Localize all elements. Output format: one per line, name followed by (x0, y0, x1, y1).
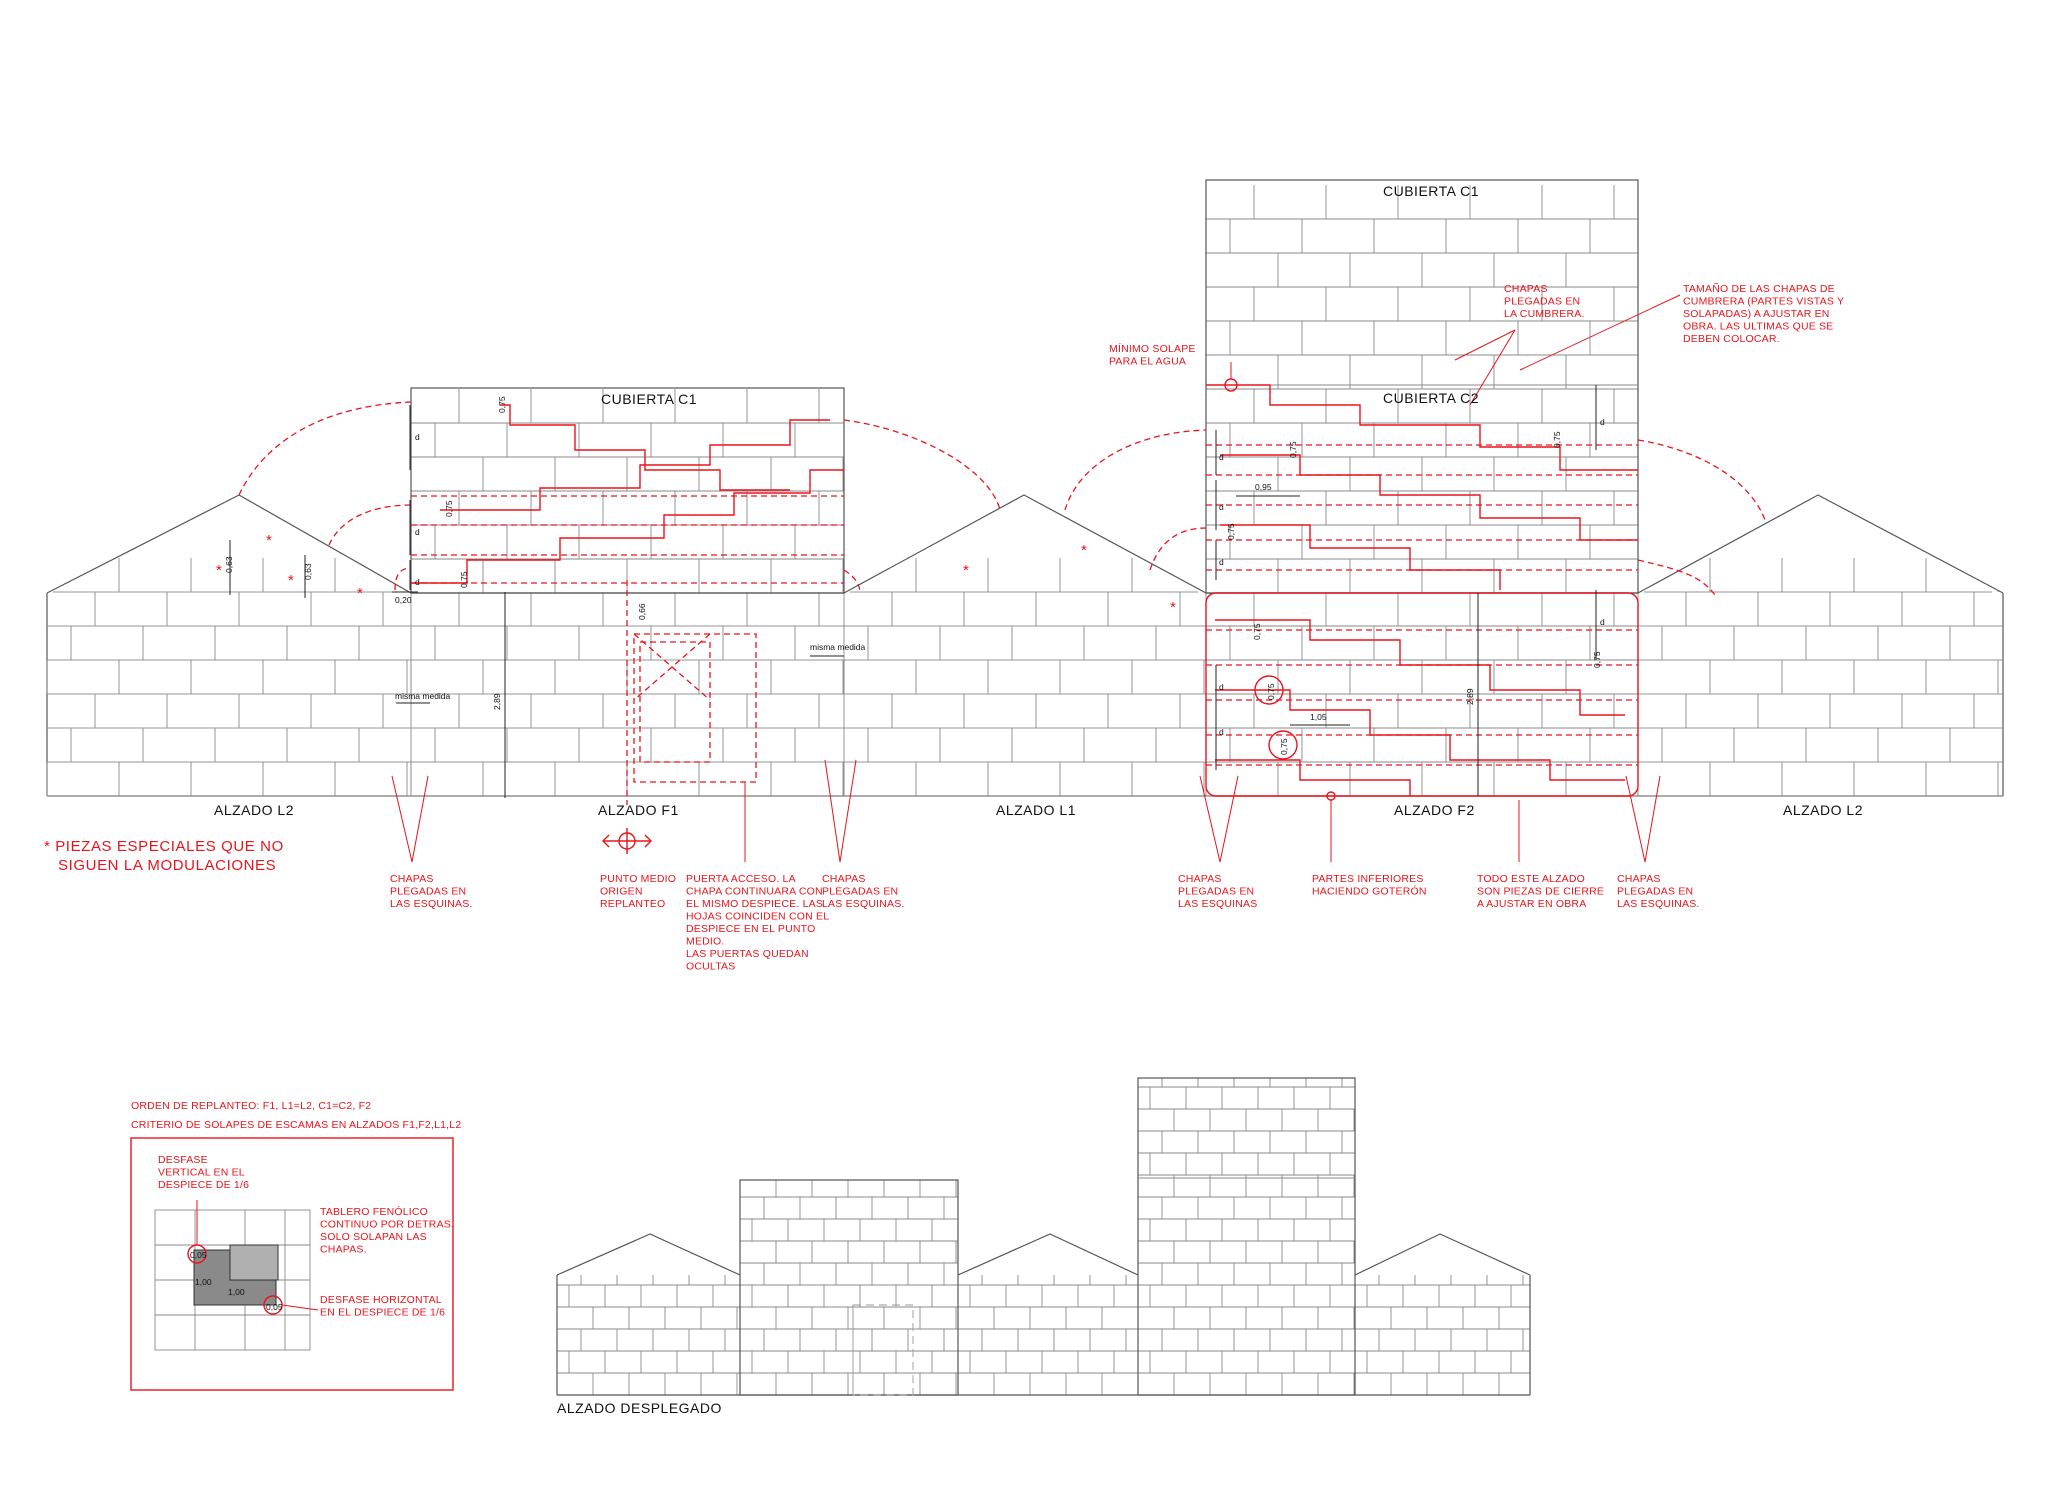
svg-text:*: * (1081, 542, 1087, 559)
svg-text:2,89: 2,89 (492, 693, 502, 710)
overlap-criteria-detail: ORDEN DE REPLANTEO: F1, L1=L2, C1=C2, F2… (130, 1100, 461, 1391)
title-alzado-l1: ALZADO L1 (996, 802, 1076, 818)
svg-text:*: * (963, 562, 969, 579)
svg-text:d: d (1219, 502, 1224, 512)
scales-pattern (46, 185, 2003, 1396)
svg-text:1,05: 1,05 (1310, 712, 1327, 722)
title-cubierta-c1-top: CUBIERTA C1 (1383, 183, 1479, 199)
criteria-overlap: CRITERIO DE SOLAPES DE ESCAMAS EN ALZADO… (131, 1119, 461, 1131)
title-alzado-l2-left: ALZADO L2 (214, 802, 294, 818)
special-pieces-legend: * PIEZAS ESPECIALES QUE NO SIGUEN LA MOD… (44, 838, 284, 874)
svg-text:0,75: 0,75 (497, 396, 507, 413)
unfolded-elevation (556, 1077, 1531, 1396)
svg-text:2,89: 2,89 (1465, 688, 1475, 705)
dimension-labels: 0,63 0,63 0,20 0,66 2,89 2,89 0,95 1,05 … (224, 396, 1605, 755)
svg-text:d: d (415, 527, 420, 537)
svg-text:1,00: 1,00 (195, 1277, 212, 1287)
title-cubierta-c1-left: CUBIERTA C1 (601, 391, 697, 407)
svg-text:0,95: 0,95 (1255, 482, 1272, 492)
red-step-lines-c1 (411, 404, 844, 584)
svg-text:misma medida: misma medida (810, 642, 866, 652)
svg-text:0,75: 0,75 (1266, 683, 1276, 700)
svg-text:misma medida: misma medida (395, 691, 451, 701)
svg-text:*: * (266, 532, 272, 549)
svg-text:0,75: 0,75 (1279, 738, 1289, 755)
f2-closing-frame (1205, 378, 1639, 801)
svg-text:0,75: 0,75 (444, 500, 454, 517)
svg-text:d: d (1219, 727, 1224, 737)
svg-text:d: d (415, 432, 420, 442)
svg-text:*: * (216, 562, 222, 579)
criteria-order: ORDEN DE REPLANTEO: F1, L1=L2, C1=C2, F2 (131, 1100, 371, 1112)
svg-text:0,75: 0,75 (1252, 623, 1262, 640)
red-step-lines-c2 (1206, 384, 1638, 590)
svg-text:0,66: 0,66 (637, 603, 647, 620)
svg-text:*: * (288, 572, 294, 589)
origin-marker-icon (602, 828, 652, 854)
svg-text:SIGUEN LA MODULACIONES: SIGUEN LA MODULACIONES (58, 857, 276, 874)
svg-text:0,63: 0,63 (303, 563, 313, 580)
f1-access-door (626, 580, 757, 805)
svg-text:d: d (1600, 617, 1605, 627)
title-alzado-l2-right: ALZADO L2 (1783, 802, 1863, 818)
dimension-lines (229, 385, 1597, 798)
svg-text:0,75: 0,75 (1592, 651, 1602, 668)
svg-text:d: d (1600, 417, 1605, 427)
svg-text:*: * (357, 585, 363, 602)
svg-text:0,75: 0,75 (1288, 441, 1298, 458)
svg-text:* PIEZAS ESPECIALES QUE NO: * PIEZAS ESPECIALES QUE NO (44, 838, 284, 855)
svg-text:d: d (1219, 557, 1224, 567)
svg-text:*: * (1170, 599, 1176, 616)
red-fold-arcs (238, 401, 1766, 596)
svg-text:0,75: 0,75 (1226, 523, 1236, 540)
title-alzado-f1: ALZADO F1 (598, 802, 679, 818)
svg-text:d: d (415, 577, 420, 587)
title-cubierta-c2: CUBIERTA C2 (1383, 390, 1479, 406)
svg-text:d: d (1219, 452, 1224, 462)
svg-text:0,63: 0,63 (224, 556, 234, 573)
svg-text:0,05: 0,05 (266, 1302, 283, 1312)
svg-text:d: d (1219, 682, 1224, 692)
title-alzado-desplegado: ALZADO DESPLEGADO (557, 1400, 722, 1416)
leader-lines (391, 294, 1681, 863)
title-alzado-f2: ALZADO F2 (1394, 802, 1475, 818)
svg-text:0,05: 0,05 (190, 1250, 207, 1260)
svg-text:0,20: 0,20 (395, 595, 412, 605)
svg-text:0,75: 0,75 (1552, 431, 1562, 448)
main-elevation-strip (46, 494, 2004, 797)
svg-text:0,75: 0,75 (459, 571, 469, 588)
svg-text:1,00: 1,00 (228, 1287, 245, 1297)
special-piece-markers: * * * * * * * (216, 532, 1176, 616)
